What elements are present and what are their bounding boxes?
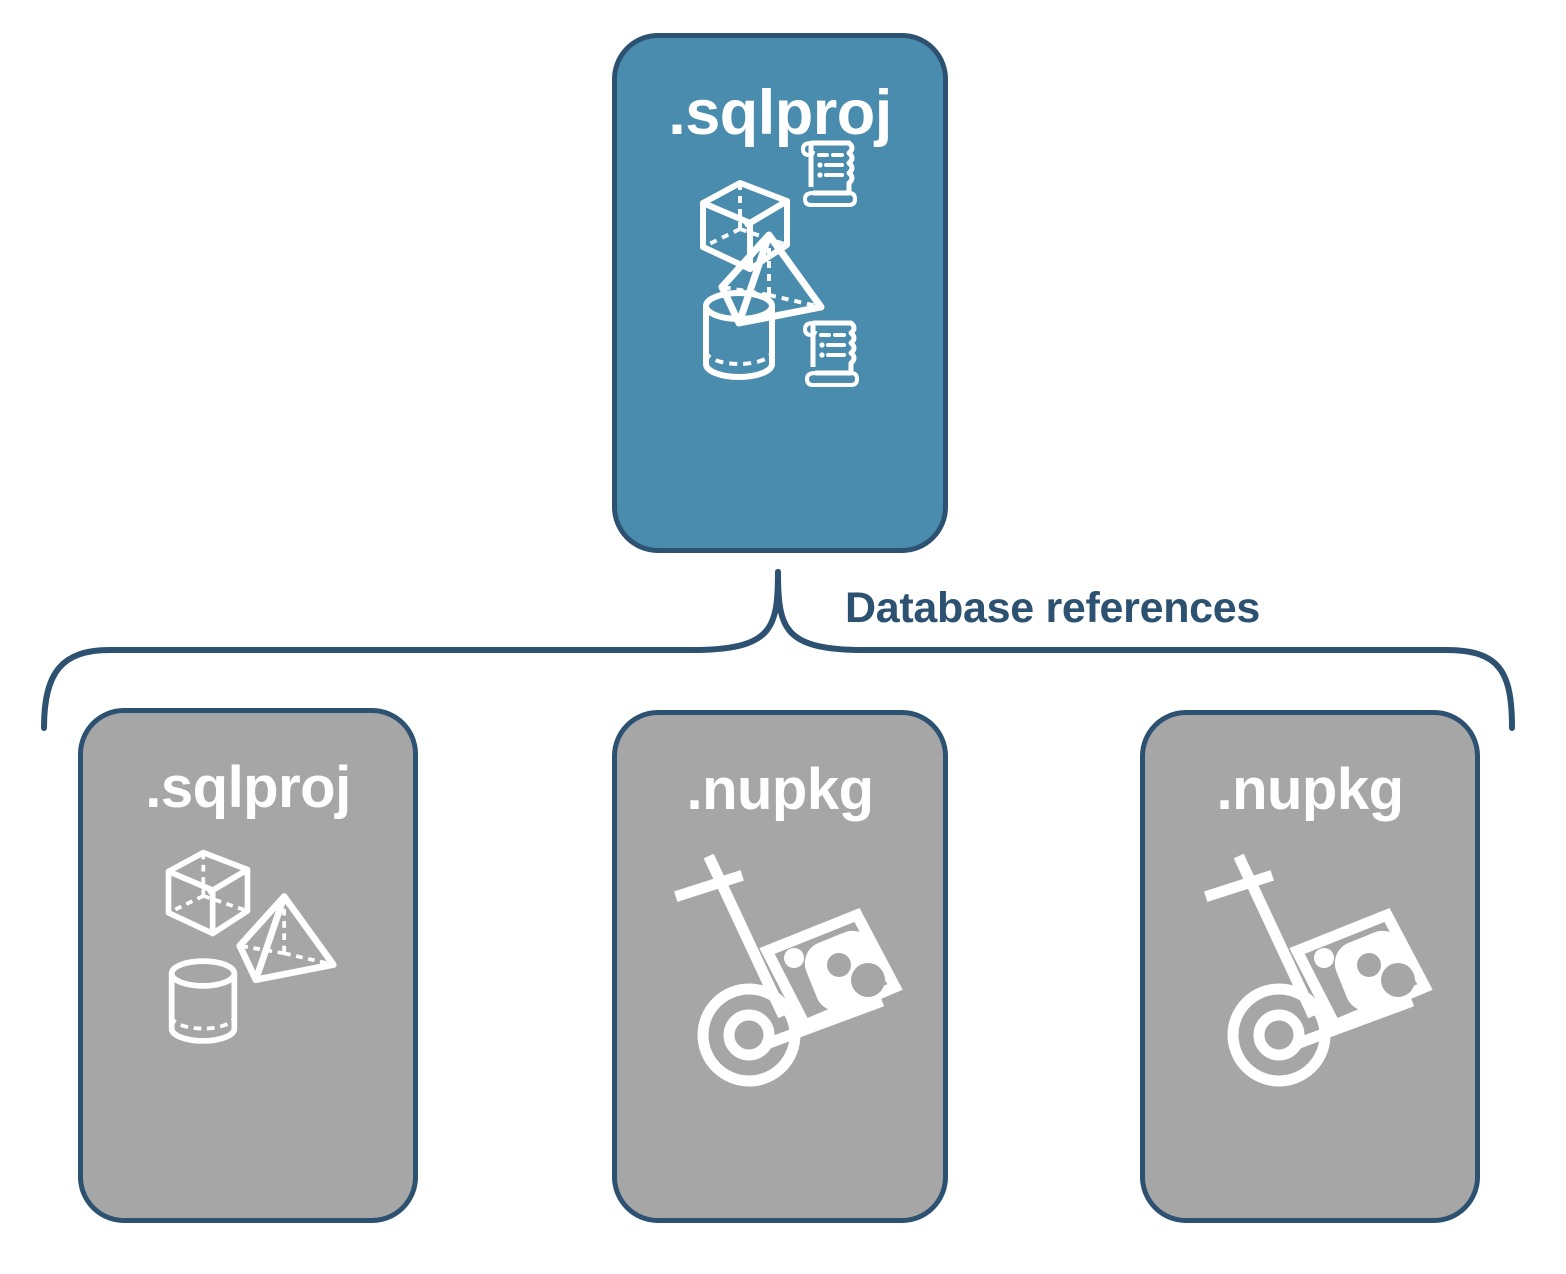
pyramid-icon bbox=[235, 889, 339, 998]
cylinder-icon bbox=[699, 288, 779, 389]
node-root-sqlproj[interactable]: .sqlproj bbox=[612, 33, 948, 553]
script-scroll-icon bbox=[797, 315, 869, 398]
node-reference-icon-area bbox=[617, 819, 943, 1218]
node-reference-nupkg-1[interactable]: .nupkg bbox=[612, 710, 948, 1223]
node-reference-label: .nupkg bbox=[1216, 757, 1404, 822]
nuget-package-dolly-icon bbox=[1193, 843, 1443, 1098]
node-root-label: .sqlproj bbox=[668, 78, 892, 148]
cylinder-icon bbox=[165, 956, 241, 1053]
cube-icon bbox=[695, 177, 795, 282]
script-scroll-icon bbox=[795, 135, 867, 218]
node-root-icon-area bbox=[617, 140, 943, 548]
node-reference-nupkg-2[interactable]: .nupkg bbox=[1140, 710, 1480, 1223]
connector-label: Database references bbox=[845, 584, 1260, 632]
node-reference-sqlproj[interactable]: .sqlproj bbox=[78, 708, 418, 1223]
node-reference-label: .sqlproj bbox=[145, 755, 351, 820]
node-reference-icon-area bbox=[1145, 819, 1475, 1218]
nuget-package-dolly-icon bbox=[663, 843, 913, 1098]
pyramid-icon bbox=[717, 227, 827, 342]
node-reference-icon-area bbox=[83, 817, 413, 1218]
cube-icon bbox=[161, 847, 255, 946]
node-reference-label: .nupkg bbox=[686, 757, 874, 822]
